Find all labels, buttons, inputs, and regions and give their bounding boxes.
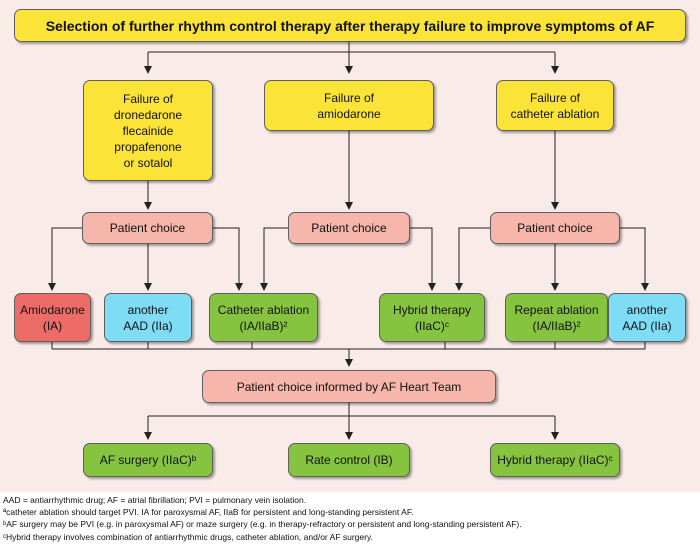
flowchart-connectors: [48, 42, 649, 440]
option-repeat-ablation: Repeat ablation (IA/IIaB)²: [505, 293, 608, 342]
failure-box-dronedarone: Failure of dronedarone flecainide propaf…: [83, 80, 213, 181]
heart-team-box: Patient choice informed by AF Heart Team: [202, 370, 496, 403]
connector-options-collect: [51, 342, 646, 350]
outcome-hybrid-therapy: Hybrid therapy (IIaC)ᶜ: [490, 443, 620, 477]
connector-right-choice-aad: [620, 227, 649, 291]
connector-left-choice-catheter: [213, 227, 243, 291]
outcome-rate-control: Rate control (IB): [288, 443, 410, 477]
outcome-af-surgery: AF surgery (IIaC)ᵇ: [83, 443, 213, 477]
option-another-aad-right: another AAD (IIa): [608, 293, 686, 342]
connector-left-choice-amiodarone: [48, 227, 82, 291]
connector-mid-choice-catheter: [260, 227, 288, 291]
footnote-hybrid-therapy: ᶜHybrid therapy involves combination of …: [3, 531, 373, 542]
connector-mid-choice-hybrid: [410, 227, 436, 291]
option-catheter-ablation: Catheter ablation (IA/IIaB)²: [209, 293, 318, 342]
option-hybrid-therapy: Hybrid therapy (IIaC)ᶜ: [379, 293, 485, 342]
footnotes: AAD = antiarrhythmic drug; AF = atrial f…: [3, 494, 697, 543]
flowchart-title: Selection of further rhythm control ther…: [14, 9, 686, 42]
option-amiodarone: Amiodarone (IA): [14, 293, 91, 342]
patient-choice-mid: Patient choice: [288, 212, 410, 244]
failure-box-amiodarone: Failure of amiodarone: [264, 80, 434, 131]
patient-choice-right: Patient choice: [490, 212, 620, 244]
footnote-af-surgery: ᵇAF surgery may be PVI (e.g. in paroxysm…: [3, 519, 522, 530]
option-another-aad-left: another AAD (IIa): [104, 293, 192, 342]
connector-heart-team-distribution: [148, 403, 555, 417]
footnote-catheter-ablation: ªcatheter ablation should target PVI. IA…: [3, 507, 414, 518]
failure-box-catheter-ablation: Failure of catheter ablation: [496, 80, 614, 131]
connector-right-choice-hybrid: [455, 227, 490, 291]
footnote-abbreviations: AAD = antiarrhythmic drug; AF = atrial f…: [3, 495, 307, 505]
connector-title-distribution: [148, 42, 555, 53]
patient-choice-left: Patient choice: [82, 212, 213, 244]
